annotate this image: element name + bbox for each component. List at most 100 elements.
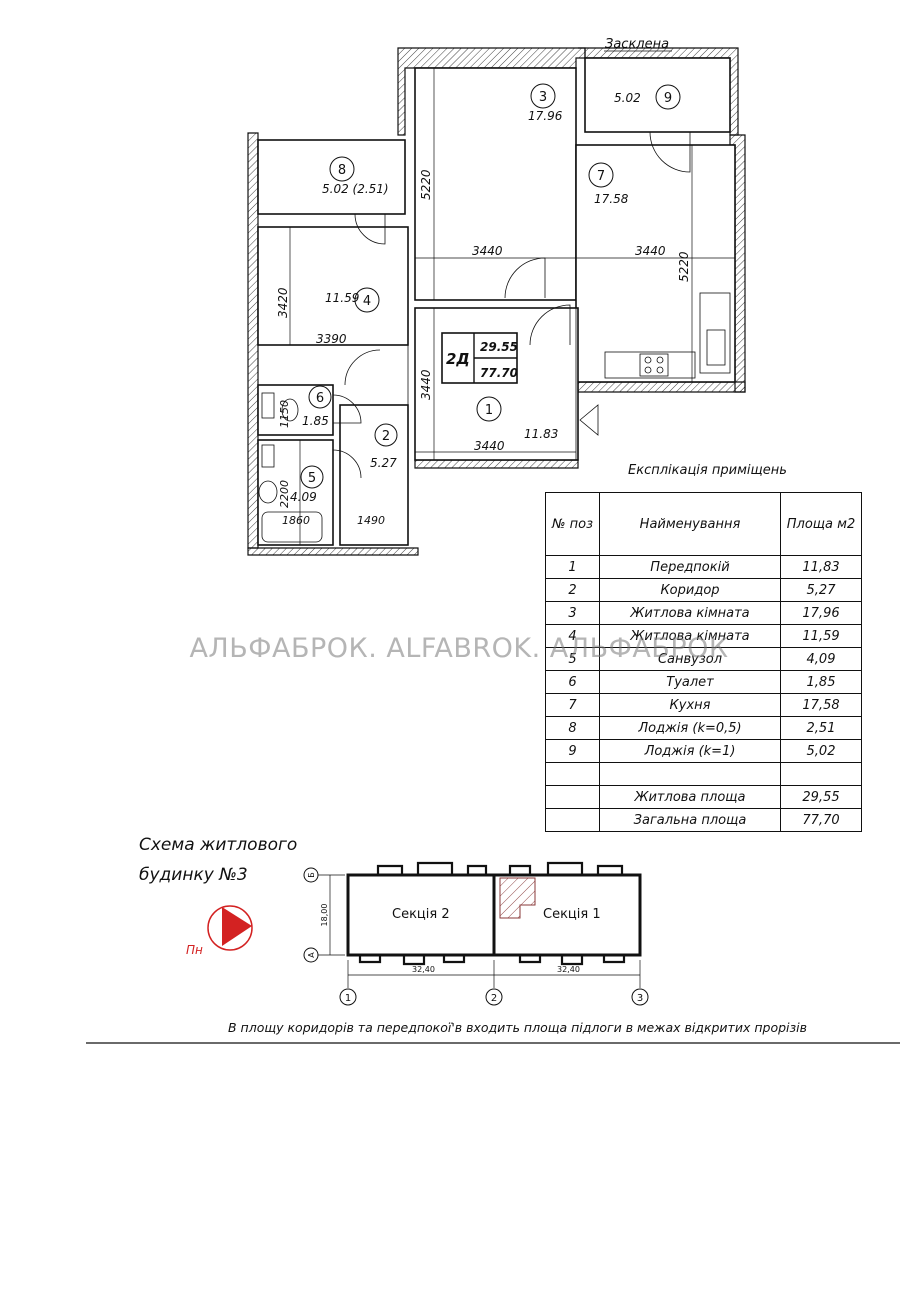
- header-pos: № поз: [545, 492, 600, 556]
- cell-pos: [545, 762, 600, 786]
- room-number: 5: [308, 471, 316, 486]
- room-area: 11.83: [524, 427, 558, 441]
- footnote: В площу коридорів та передпокої'в входит…: [228, 1020, 807, 1035]
- door-swing: [354, 213, 386, 245]
- room-number: 1: [485, 403, 493, 418]
- width-dimension-left: 32,40: [412, 965, 435, 974]
- sink-icon: [706, 329, 726, 366]
- building-bays: [376, 861, 488, 875]
- room-area: 17.58: [594, 192, 629, 206]
- dimension-text: 3440: [635, 244, 666, 258]
- cell-name: Туалет: [599, 670, 781, 694]
- room-area: 11.59: [325, 291, 359, 305]
- room-area: 5.27: [370, 456, 397, 470]
- outer-wall-bottom-mid: [414, 459, 579, 469]
- room-number: 2: [382, 429, 390, 444]
- cell-area: 4,09: [780, 647, 862, 671]
- header-area: Площа м2: [780, 492, 862, 556]
- axis-marker: [485, 988, 503, 1006]
- kitchen-counter: [604, 351, 696, 379]
- explication-title: Експлікація приміщень: [628, 463, 787, 478]
- loggia-9: [584, 57, 731, 133]
- outer-wall-left: [247, 132, 259, 549]
- cell-name: Санвузол: [599, 647, 781, 671]
- apartment-code: 2Д: [446, 350, 470, 368]
- washbasin-icon: [261, 392, 275, 419]
- dimension-text: 3440: [419, 369, 433, 400]
- washbasin-icon: [258, 480, 278, 504]
- room-2: [339, 404, 409, 546]
- height-dimension: 18,00: [320, 904, 329, 927]
- header-name: Найменування: [599, 492, 781, 556]
- dimension-labels: 5220 3440 3440 5220 3420 3390 3440 3440 …: [276, 169, 691, 527]
- burner-icon: [656, 356, 664, 364]
- cell-pos: 4: [545, 624, 600, 648]
- room-number: 6: [316, 391, 324, 406]
- cell-pos: 3: [545, 601, 600, 625]
- burner-icon: [656, 366, 664, 374]
- cell-pos: 8: [545, 716, 600, 740]
- table-header-row: № поз Найменування Площа м2: [545, 492, 862, 556]
- cell-name: Загальна площа: [599, 808, 781, 832]
- cell-area: 17,96: [780, 601, 862, 625]
- building-scheme: Схема житлового будинку №3 Пн Секція 2 С…: [139, 835, 649, 1006]
- room-area: 1.85: [302, 414, 329, 428]
- cell-pos: 6: [545, 670, 600, 694]
- door-swing: [529, 304, 571, 346]
- door-swing: [332, 394, 362, 424]
- outer-wall-bottom: [247, 547, 419, 556]
- room-labels: 3 17.96 9 5.02 8 5.02 (2.51) 7 17.58 4 1…: [290, 83, 681, 504]
- axis-marker: [631, 988, 649, 1006]
- axis-marker: [339, 988, 357, 1006]
- cell-pos: 2: [545, 578, 600, 602]
- dimension-text: 5220: [677, 251, 691, 282]
- table-row: [545, 762, 862, 786]
- room-number: 4: [363, 294, 371, 309]
- dimension-text: 1860: [282, 514, 310, 527]
- axis-3-label: 3: [637, 993, 643, 1004]
- cell-name: Коридор: [599, 578, 781, 602]
- room-number: 8: [338, 163, 346, 178]
- room-number: 3: [539, 90, 547, 105]
- cell-area: 17,58: [780, 693, 862, 717]
- room-6: [257, 384, 334, 436]
- dimension-text: 5220: [419, 169, 433, 200]
- cell-pos: 7: [545, 693, 600, 717]
- cell-pos: 9: [545, 739, 600, 763]
- cell-name: Лоджія (k=0,5): [599, 716, 781, 740]
- kitchen-counter: [699, 292, 731, 374]
- axis-1-label: 1: [345, 993, 351, 1004]
- entrance-door: [579, 404, 599, 436]
- room-area: 4.09: [290, 490, 317, 504]
- cell-area: 2,51: [780, 716, 862, 740]
- door-swing: [332, 449, 362, 479]
- dimension-text: 3440: [472, 244, 503, 258]
- dimension-text: 3420: [276, 287, 290, 318]
- building-bays: [358, 955, 466, 966]
- cell-name: Житлова кімната: [599, 601, 781, 625]
- cell-area: 29,55: [780, 785, 862, 809]
- room-4: [257, 226, 409, 346]
- cell-area: 77,70: [780, 808, 862, 832]
- glazed-label: Засклена: [605, 37, 669, 52]
- burner-icon: [644, 356, 652, 364]
- width-dimension-right: 32,40: [557, 965, 580, 974]
- room-3: [414, 67, 577, 301]
- dimension-text: 3390: [316, 332, 347, 346]
- cell-area: 5,27: [780, 578, 862, 602]
- cell-pos: [545, 808, 600, 832]
- loggia-8: [257, 139, 406, 215]
- building-bays: [508, 861, 624, 875]
